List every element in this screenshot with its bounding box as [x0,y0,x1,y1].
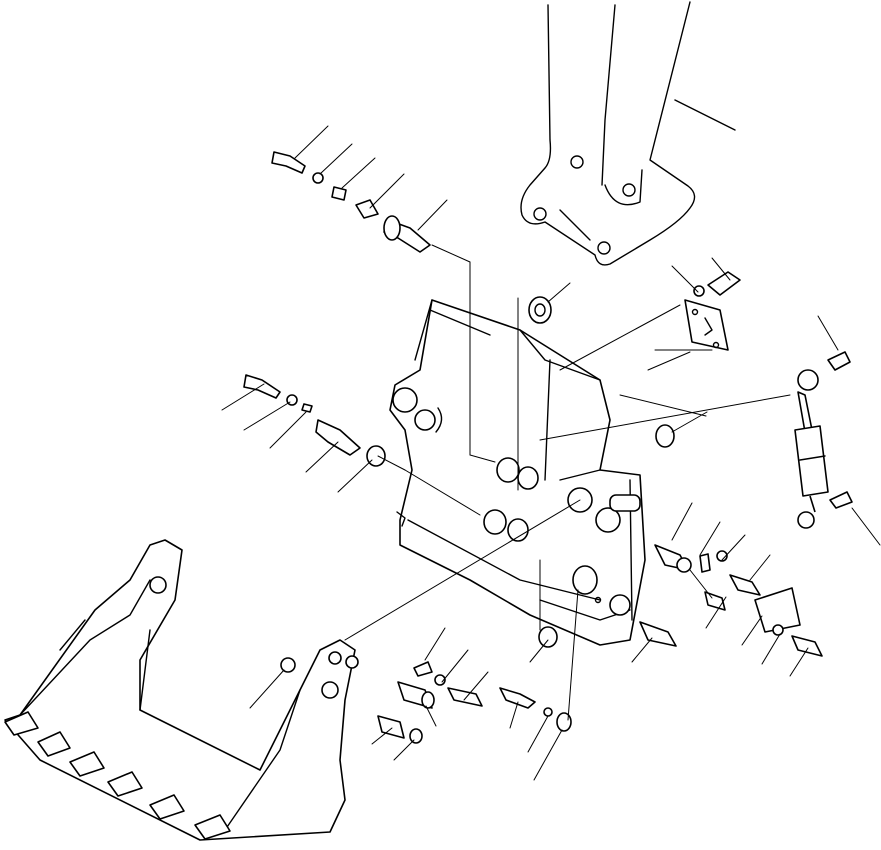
gas-spring [794,351,853,529]
assembly-lines [344,244,791,721]
right-pin-cluster [639,544,823,657]
lock-plate [684,299,729,351]
bucket-teeth [4,711,231,840]
frame-bushings [483,296,675,648]
lock-plate-bolt [693,271,741,297]
top-bolt-set [271,151,431,253]
left-pin-set [243,374,386,467]
lift-arm [520,1,736,266]
detail-marks [396,407,602,604]
bottom-pin-set [280,657,572,744]
bucket [4,539,359,841]
leader-lines [221,125,881,781]
